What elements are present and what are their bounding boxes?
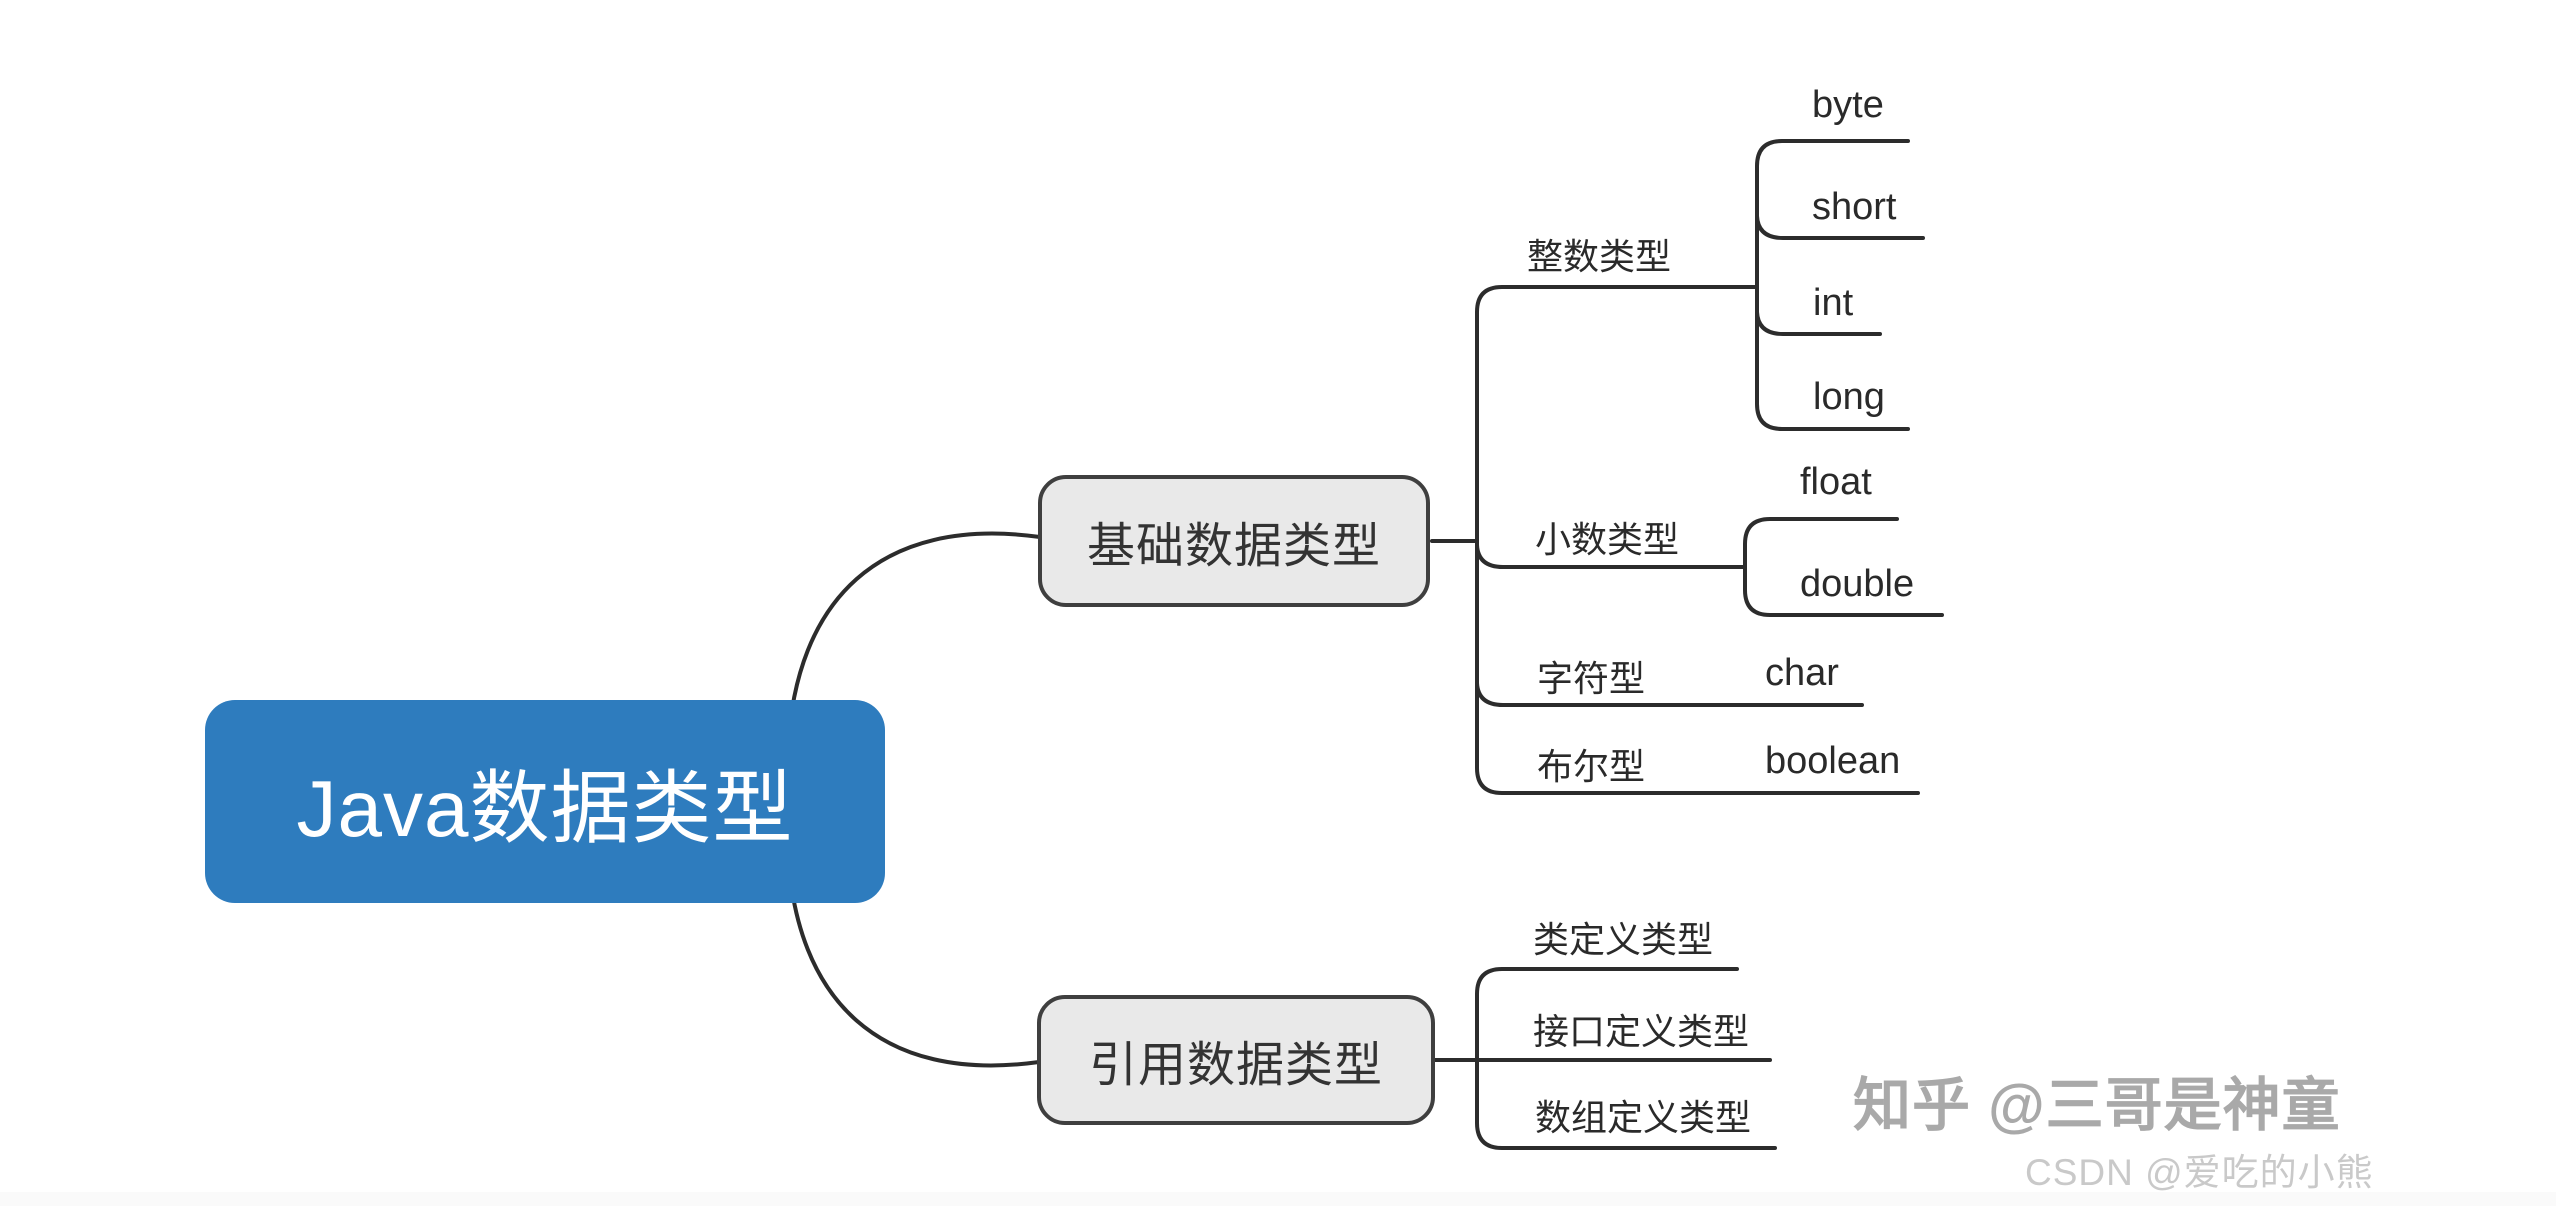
curve-root-reference bbox=[786, 848, 1041, 1068]
topic-decimal-types[interactable]: 小数类型 bbox=[1535, 519, 1680, 560]
topic-boolean-type[interactable]: 布尔型 bbox=[1537, 746, 1646, 787]
curve-root-basic bbox=[786, 531, 1042, 752]
topic-interface-defined-type[interactable]: 接口定义类型 bbox=[1533, 1011, 1750, 1052]
topic-short[interactable]: short bbox=[1812, 186, 1897, 228]
topic-int[interactable]: int bbox=[1813, 282, 1854, 324]
topic-boolean[interactable]: boolean bbox=[1765, 740, 1901, 782]
topic-double[interactable]: double bbox=[1800, 563, 1915, 605]
branch-node-basic-types[interactable]: 基础数据类型 bbox=[1038, 475, 1430, 607]
topic-class-defined-type[interactable]: 类定义类型 bbox=[1533, 919, 1714, 960]
line-int bbox=[1755, 310, 1882, 336]
root-node-java-data-types[interactable]: Java数据类型 bbox=[205, 700, 885, 903]
watermark-zhihu: 知乎 @三哥是神童 bbox=[1853, 1073, 2341, 1138]
trunk-integer bbox=[1755, 139, 1910, 431]
trunk-reference bbox=[1475, 967, 1777, 1150]
topic-integer-types[interactable]: 整数类型 bbox=[1527, 236, 1672, 277]
watermark-csdn: CSDN @爱吃的小熊 bbox=[2025, 1152, 2374, 1193]
topic-byte[interactable]: byte bbox=[1812, 84, 1884, 126]
topic-char[interactable]: char bbox=[1765, 652, 1839, 694]
trunk-basic bbox=[1475, 285, 1920, 795]
branch-node-reference-types[interactable]: 引用数据类型 bbox=[1037, 995, 1435, 1125]
topic-char-type[interactable]: 字符型 bbox=[1537, 658, 1646, 699]
line-short bbox=[1755, 214, 1925, 240]
topic-array-defined-type[interactable]: 数组定义类型 bbox=[1535, 1097, 1752, 1138]
bottom-strip bbox=[0, 1192, 2556, 1206]
trunk-decimal bbox=[1743, 517, 1944, 617]
topic-float[interactable]: float bbox=[1800, 461, 1872, 503]
line-char bbox=[1475, 681, 1864, 707]
topic-long[interactable]: long bbox=[1813, 376, 1885, 418]
line-decimal bbox=[1475, 543, 1747, 569]
